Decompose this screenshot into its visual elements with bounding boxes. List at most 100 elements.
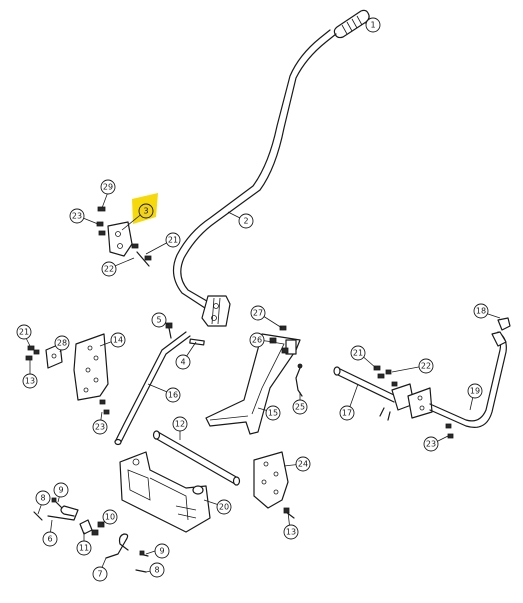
callout-8-upper[interactable]: 8 (35, 490, 51, 506)
svg-text:26: 26 (252, 336, 262, 345)
callout-4[interactable]: 4 (175, 354, 191, 370)
callout-20[interactable]: 20 (216, 499, 232, 515)
part-9-pin-lower[interactable] (139, 550, 149, 557)
part-12-cross-bar[interactable] (152, 430, 241, 486)
part-19-side-handle[interactable] (429, 331, 507, 428)
svg-text:11: 11 (79, 544, 89, 553)
callout-21-left[interactable]: 21 (16, 324, 32, 340)
part-24-plate[interactable] (253, 451, 289, 509)
part-20-base[interactable] (119, 451, 211, 533)
part-25-spring-pin[interactable] (295, 363, 303, 397)
svg-text:13: 13 (286, 528, 296, 537)
callout-12[interactable]: 12 (172, 416, 188, 432)
svg-text:22: 22 (104, 265, 114, 274)
callout-24[interactable]: 24 (295, 456, 311, 472)
callout-15[interactable]: 15 (265, 405, 281, 421)
callout-18[interactable]: 18 (473, 303, 489, 319)
callout-11[interactable]: 11 (76, 540, 92, 556)
part-9-pin-upper[interactable] (51, 497, 63, 509)
callout-3[interactable]: 3 (138, 203, 154, 219)
callout-23-left[interactable]: 23 (92, 419, 108, 435)
svg-text:20: 20 (219, 503, 229, 512)
part-1-grip[interactable] (333, 9, 370, 39)
svg-text:8: 8 (154, 566, 159, 575)
part-11-washer[interactable] (79, 519, 93, 535)
callout-23-upper[interactable]: 23 (69, 208, 85, 224)
callout-22-right[interactable]: 22 (418, 358, 434, 374)
callout-10[interactable]: 10 (102, 509, 118, 525)
callout-9-upper[interactable]: 9 (53, 482, 69, 498)
right-mount-plate[interactable] (379, 383, 433, 421)
svg-text:17: 17 (342, 409, 352, 418)
callout-2[interactable]: 2 (238, 213, 254, 229)
part-14-plate[interactable] (73, 333, 109, 401)
svg-text:27: 27 (253, 309, 263, 318)
svg-text:9: 9 (159, 547, 164, 556)
part-15-frame[interactable] (205, 333, 301, 435)
svg-text:23: 23 (426, 440, 436, 449)
callout-13-lower[interactable]: 13 (283, 524, 299, 540)
svg-text:23: 23 (95, 423, 105, 432)
callout-8-lower[interactable]: 8 (149, 562, 165, 578)
svg-text:15: 15 (268, 409, 278, 418)
svg-text:8: 8 (40, 494, 45, 503)
svg-text:25: 25 (295, 403, 305, 412)
callout-1[interactable]: 1 (365, 17, 381, 33)
callout-23-right[interactable]: 23 (423, 436, 439, 452)
part-5-bolt[interactable] (165, 322, 173, 339)
part-26-hardware[interactable] (269, 325, 289, 354)
part-8-pin-lower[interactable] (135, 569, 147, 573)
svg-text:1: 1 (370, 21, 375, 30)
svg-text:12: 12 (175, 420, 185, 429)
callout-25[interactable]: 25 (292, 399, 308, 415)
callout-5[interactable]: 5 (151, 312, 167, 328)
part-10-nut[interactable] (91, 521, 105, 536)
callout-26[interactable]: 26 (249, 332, 265, 348)
svg-text:6: 6 (47, 535, 52, 544)
svg-text:3: 3 (143, 207, 148, 216)
callout-9-lower[interactable]: 9 (154, 543, 170, 559)
part-16-rod[interactable] (114, 331, 191, 446)
part-7-spring-clip[interactable] (105, 533, 129, 559)
hardware-group-left[interactable] (25, 345, 110, 415)
svg-text:23: 23 (72, 212, 82, 221)
part-18-knob[interactable] (497, 317, 511, 331)
part-3-bracket[interactable] (107, 221, 133, 257)
svg-text:19: 19 (470, 387, 480, 396)
part-13-bolt[interactable] (283, 507, 295, 519)
callout-6[interactable]: 6 (42, 531, 58, 547)
callout-21-right[interactable]: 21 (350, 345, 366, 361)
svg-text:24: 24 (298, 460, 308, 469)
svg-text:21: 21 (168, 236, 178, 245)
svg-text:18: 18 (476, 307, 486, 316)
svg-text:21: 21 (19, 328, 29, 337)
callout-13-left[interactable]: 13 (22, 373, 38, 389)
callout-16[interactable]: 16 (165, 387, 181, 403)
handle-yoke[interactable] (201, 295, 231, 327)
callout-28[interactable]: 28 (54, 335, 70, 351)
callout-21-upper[interactable]: 21 (165, 232, 181, 248)
callout-19[interactable]: 19 (467, 383, 483, 399)
svg-text:21: 21 (353, 349, 363, 358)
part-4-pin[interactable] (189, 338, 205, 346)
part-2-handle-tube[interactable] (172, 29, 337, 311)
svg-text:29: 29 (103, 183, 113, 192)
svg-text:13: 13 (25, 377, 35, 386)
svg-text:22: 22 (421, 362, 431, 371)
callout-27[interactable]: 27 (250, 305, 266, 321)
svg-text:7: 7 (97, 570, 102, 579)
part-17-rod[interactable] (333, 366, 397, 403)
svg-text:9: 9 (58, 486, 63, 495)
callout-7[interactable]: 7 (92, 566, 108, 582)
callout-17[interactable]: 17 (339, 405, 355, 421)
svg-text:16: 16 (168, 391, 178, 400)
part-8-pin-upper[interactable] (33, 511, 43, 521)
svg-text:5: 5 (156, 316, 161, 325)
callout-29[interactable]: 29 (100, 179, 116, 195)
svg-text:2: 2 (243, 217, 248, 226)
callout-14[interactable]: 14 (110, 332, 126, 348)
callout-22-upper[interactable]: 22 (101, 261, 117, 277)
svg-text:28: 28 (57, 339, 67, 348)
part-6-clip[interactable] (47, 505, 79, 521)
